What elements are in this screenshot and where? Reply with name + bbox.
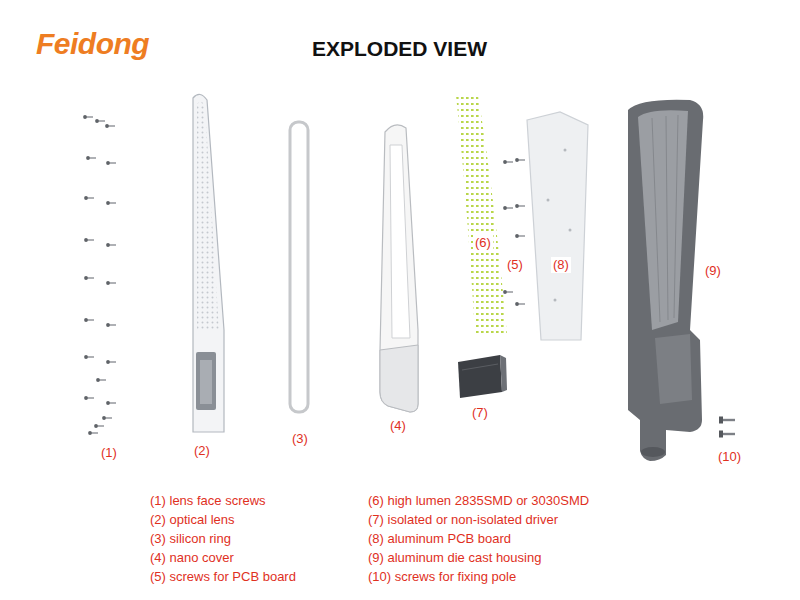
diagram-title: EXPLODED VIEW [312,36,487,61]
callout-number: (7) [470,405,490,421]
part-name: (6) high lumen 2835SMD or 3030SMD [368,493,589,509]
nano-cover [380,125,418,412]
part-name: (9) aluminum die cast housing [368,550,541,566]
led-array [456,95,507,335]
screw-set [503,158,525,306]
logo-text: Feidong [36,26,149,62]
screw-set [83,115,116,435]
part-name: (7) isolated or non-isolated driver [368,512,558,528]
callout-number: (10) [716,449,743,465]
callout-number: (2) [192,443,212,459]
housing [628,100,703,461]
part-name: (4) nano cover [150,550,234,566]
callout-number: (1) [99,445,119,461]
optical-lens [193,94,224,432]
callout-number: (3) [290,431,310,447]
screw-set [719,417,735,438]
part-name: (1) lens face screws [150,493,266,509]
callout-number: (9) [703,263,723,279]
pcb-board [527,112,588,340]
callout-number: (5) [505,257,525,273]
callout-number: (6) [473,235,493,251]
part-name: (3) silicon ring [150,531,231,547]
callout-number: (4) [388,418,408,434]
part-name: (5) screws for PCB board [150,569,296,585]
part-name: (8) aluminum PCB board [368,531,511,547]
callout-number: (8) [551,257,571,273]
part-name: (2) optical lens [150,512,235,528]
silicon-ring [290,122,308,412]
part-name: (10) screws for fixing pole [368,569,516,585]
driver [458,355,507,398]
